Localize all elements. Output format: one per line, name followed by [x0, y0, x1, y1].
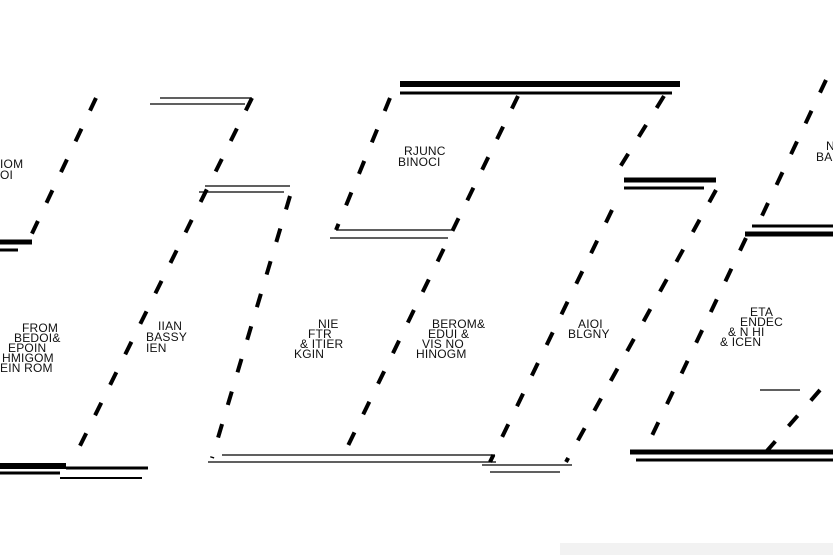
room-c-line-2: BA	[816, 150, 832, 164]
room-f-line-2: FTR	[308, 327, 332, 341]
diag-8	[646, 237, 748, 445]
room-d-line-5: EIN ROM	[0, 361, 53, 375]
room-b-line-2: BINOCI	[398, 155, 441, 169]
room-label-g: BEROM& EDUI & VIS NO HINOGM	[416, 317, 489, 361]
diag-9	[210, 195, 292, 459]
room-b-line-1: RJUNC	[404, 144, 446, 158]
room-g-line-4: HINOGM	[416, 347, 467, 361]
room-label-c: N BA	[816, 139, 833, 164]
room-g-line-2: EDUI &	[428, 327, 469, 341]
diag-5	[610, 94, 666, 182]
room-d-line-4: HMIGOM	[2, 351, 54, 365]
room-a-line-2: OI	[0, 168, 13, 182]
diag-1	[26, 97, 98, 243]
room-i-line-4: & ICEN	[720, 335, 761, 349]
room-e-line-1: IIAN	[158, 319, 182, 333]
diag-7	[758, 79, 828, 221]
room-label-d: FROM BEDOI& EPOIN HMIGOM EIN ROM	[0, 321, 64, 375]
diag-3	[334, 97, 392, 231]
texture-band	[560, 543, 833, 555]
room-a-line-1: IOM	[0, 157, 23, 171]
room-i-line-1: ETA	[750, 305, 773, 319]
diag-11	[764, 388, 822, 454]
room-label-b: RJUNC BINOCI	[398, 144, 449, 169]
room-labels: IOM OI RJUNC BINOCI N BA FROM BEDOI& EPO…	[0, 139, 833, 375]
room-d-line-1: FROM	[22, 321, 58, 335]
room-label-i: ETA ENDEC & N HI & ICEN	[720, 305, 787, 349]
room-i-line-2: ENDEC	[740, 315, 783, 329]
room-c-line-1: N	[826, 139, 833, 153]
thin-walls	[150, 97, 800, 473]
room-h-line-2: BLGNY	[568, 327, 610, 341]
dashed-diagonal-walls	[26, 79, 828, 463]
room-f-line-4: KGIN	[294, 347, 324, 361]
room-f-line-3: & ITIER	[300, 337, 344, 351]
diag-6	[488, 209, 614, 463]
room-e-line-2: BASSY	[146, 330, 187, 344]
room-label-e: IIAN BASSY IEN	[146, 319, 190, 355]
room-e-line-3: IEN	[146, 341, 167, 355]
room-label-a: IOM OI	[0, 157, 27, 182]
heavy-walls	[0, 81, 833, 479]
diag-2	[70, 97, 254, 463]
room-d-line-3: EPOIN	[8, 341, 46, 355]
bottom-right-texture	[560, 543, 833, 555]
room-i-line-3: & N HI	[728, 325, 765, 339]
room-h-line-1: AIOI	[578, 317, 603, 331]
room-g-line-3: VIS NO	[422, 337, 464, 351]
room-label-h: AIOI BLGNY	[568, 317, 610, 341]
room-label-f: NIE FTR & ITIER KGIN	[294, 317, 347, 361]
